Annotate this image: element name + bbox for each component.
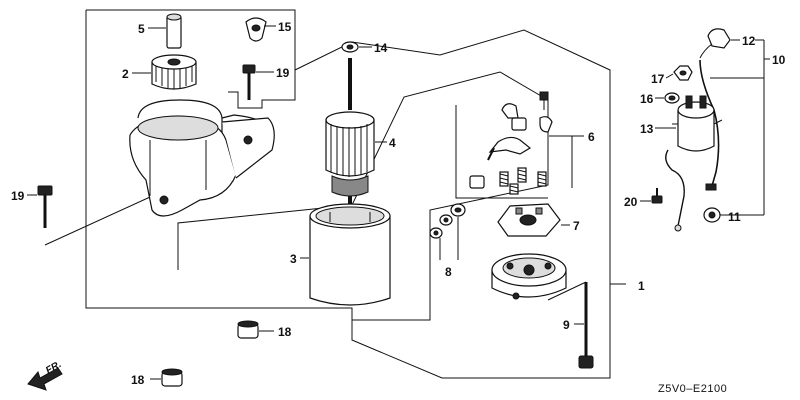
bolt-path-line	[44, 196, 151, 246]
collar-lower	[161, 368, 183, 387]
label-17: 17	[651, 72, 665, 86]
pinion-gear	[151, 54, 197, 90]
front-direction-arrow	[27, 367, 63, 391]
front-housing	[129, 99, 275, 217]
label-18-upper: 18	[278, 325, 292, 339]
through-bolt	[578, 282, 594, 369]
group-frame-outer	[86, 9, 296, 109]
label-6: 6	[588, 130, 595, 144]
motor-case	[309, 203, 391, 306]
brush-kit	[469, 91, 553, 195]
label-16: 16	[640, 92, 654, 106]
label-9: 9	[563, 318, 570, 332]
label-14: 14	[374, 41, 388, 55]
group-frame-main	[85, 10, 611, 379]
label-13: 13	[640, 122, 654, 136]
label-2: 2	[122, 67, 129, 81]
label-10: 10	[772, 53, 786, 67]
clip-clamp	[245, 17, 267, 42]
nut-17	[673, 65, 693, 81]
label-7: 7	[573, 219, 580, 233]
label-8: 8	[445, 265, 452, 279]
label-4: 4	[389, 136, 396, 150]
solenoid	[665, 95, 723, 232]
leader-9-path	[547, 281, 587, 301]
group-frame-inner	[177, 71, 549, 321]
bolt-upper	[242, 64, 256, 100]
grommet-11	[703, 207, 721, 223]
rear-cover	[491, 253, 567, 300]
label-19-upper: 19	[276, 66, 290, 80]
collar-upper	[237, 320, 259, 339]
diagram-code: Z5V0–E2100	[658, 383, 727, 395]
label-15: 15	[278, 20, 292, 34]
label-18-lower: 18	[131, 373, 145, 387]
bolt-left	[37, 185, 53, 228]
washers-8	[429, 203, 466, 239]
brush-holder	[497, 203, 561, 237]
label-1: 1	[638, 279, 645, 293]
label-11: 11	[728, 210, 741, 224]
label-3: 3	[290, 252, 297, 266]
label-5: 5	[138, 22, 145, 36]
label-12: 12	[742, 34, 756, 48]
group-frame-brush	[455, 105, 548, 199]
terminal-boot	[699, 28, 731, 59]
label-20: 20	[624, 195, 638, 209]
bolt-20	[651, 188, 663, 204]
washer-14	[341, 41, 359, 53]
label-19-left: 19	[11, 189, 25, 203]
washer-16	[664, 92, 680, 104]
pinion-cap	[166, 13, 182, 49]
armature	[325, 58, 375, 210]
leader-17	[665, 73, 674, 79]
